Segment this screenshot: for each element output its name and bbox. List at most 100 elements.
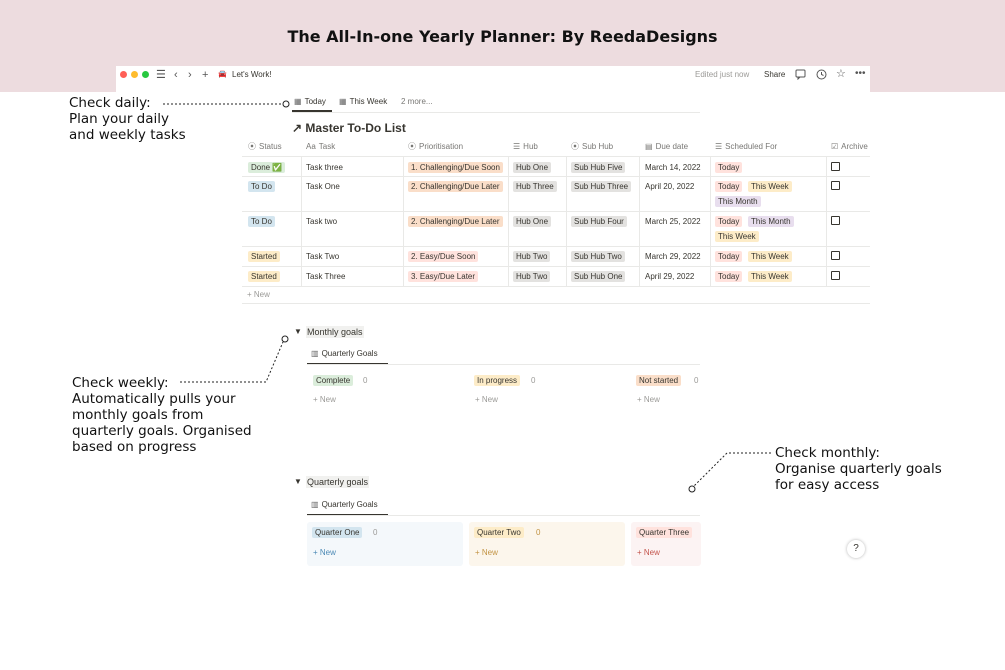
breadcrumb-page-name[interactable]: Let's Work! [232,70,272,79]
maximize-window-button[interactable] [142,71,149,78]
hub-tag[interactable]: Hub Two [513,271,551,282]
sub-hub-tag[interactable]: Sub Hub Four [571,216,627,227]
task-name[interactable]: Task Three [306,272,346,281]
scheduled-tag[interactable]: This Month [748,216,794,227]
sub-hub-tag[interactable]: Sub Hub Five [571,162,626,173]
column-archive[interactable]: ☑Archive [831,142,868,151]
edited-status: Edited just now [695,70,750,79]
status-tag[interactable]: Started [248,251,280,262]
priority-tag[interactable]: 1. Challenging/Due Soon [408,162,503,173]
due-date[interactable]: April 20, 2022 [645,182,695,191]
favorite-star-icon[interactable]: ☆ [836,68,846,80]
close-window-button[interactable] [120,71,127,78]
history-clock-icon[interactable] [816,69,827,80]
forward-arrow-icon[interactable]: › [188,69,192,81]
group-in-progress[interactable]: In progress [474,375,521,386]
calendar-icon: ▤ [645,142,653,151]
hub-tag[interactable]: Hub Three [513,181,557,192]
new-card-button[interactable]: + New [475,548,498,557]
group-count: 0 [536,528,541,537]
due-date[interactable]: March 14, 2022 [645,163,701,172]
priority-tag[interactable]: 2. Challenging/Due Later [408,216,503,227]
annotation-monthly: Check monthly: Organise quarterly goals … [775,445,942,493]
archive-checkbox[interactable] [831,162,840,171]
tab-quarterly-goals[interactable]: ▥Quarterly Goals [311,500,378,509]
group-not-started[interactable]: Not started [636,375,682,386]
help-button[interactable]: ? [847,540,865,558]
share-button[interactable]: Share [764,70,786,79]
due-date[interactable]: April 29, 2022 [645,272,695,281]
hub-tag[interactable]: Hub One [513,162,552,173]
status-tag[interactable]: Done ✅ [248,162,286,173]
scheduled-tag[interactable]: This Week [748,181,792,192]
due-date[interactable]: March 29, 2022 [645,252,701,261]
group-quarter-three[interactable]: Quarter Three [636,527,693,538]
toggle-triangle-icon[interactable]: ▼ [294,327,302,336]
task-name[interactable]: Task Two [306,252,340,261]
plus-icon: + [475,395,482,404]
database-title[interactable]: ↗ Master To-Do List [292,121,406,135]
archive-checkbox[interactable] [831,251,840,260]
sub-hub-tag[interactable]: Sub Hub One [571,271,626,282]
sub-hub-tag[interactable]: Sub Hub Two [571,251,625,262]
archive-checkbox[interactable] [831,216,840,225]
priority-tag[interactable]: 2. Easy/Due Soon [408,251,479,262]
more-views-button[interactable]: 2 more... [401,97,433,106]
sidebar-menu-icon[interactable]: ☰ [156,69,166,81]
scheduled-tag[interactable]: This Month [715,196,761,207]
tab-quarterly-goals[interactable]: ▥Quarterly Goals [311,349,378,358]
new-row-button[interactable]: + New [247,290,270,299]
group-complete[interactable]: Complete [313,375,354,386]
quarterly-goals-title[interactable]: Quarterly goals [306,476,370,488]
notion-window: ☰ ‹ › + 🚘 Let's Work! Edited just now Sh… [116,66,870,586]
monthly-connector [688,452,771,493]
task-name[interactable]: Task two [306,217,338,226]
minimize-window-button[interactable] [131,71,138,78]
scheduled-tag[interactable]: This Week [715,231,759,242]
table-divider [242,246,870,247]
task-name[interactable]: Task One [306,182,340,191]
scheduled-tag[interactable]: Today [715,216,743,227]
column-sub-hub[interactable]: ⦿Sub Hub [571,142,614,151]
tab-this-week[interactable]: ▦This Week [339,97,388,106]
scheduled-tag[interactable]: Today [715,271,743,282]
new-card-button[interactable]: + New [313,395,336,404]
due-date[interactable]: March 25, 2022 [645,217,701,226]
new-card-button[interactable]: + New [313,548,336,557]
group-quarter-two[interactable]: Quarter Two [474,527,524,538]
hub-tag[interactable]: Hub One [513,216,552,227]
archive-checkbox[interactable] [831,181,840,190]
scheduled-tag[interactable]: Today [715,251,743,262]
task-name[interactable]: Task three [306,163,343,172]
sub-hub-tag[interactable]: Sub Hub Three [571,181,632,192]
column-hub[interactable]: ☰Hub [513,142,538,151]
scheduled-tag[interactable]: This Week [748,251,792,262]
status-tag[interactable]: To Do [248,181,275,192]
list-icon: ☰ [513,142,521,151]
scheduled-tag[interactable]: This Week [748,271,792,282]
group-quarter-one[interactable]: Quarter One [312,527,363,538]
column-scheduled-for[interactable]: ☰Scheduled For [715,142,778,151]
priority-tag[interactable]: 3. Easy/Due Later [408,271,479,282]
toggle-triangle-icon[interactable]: ▼ [294,477,302,486]
status-tag[interactable]: To Do [248,216,275,227]
new-page-plus-icon[interactable]: + [202,69,209,81]
monthly-goals-title[interactable]: Monthly goals [306,326,364,338]
column-prioritisation[interactable]: ⦿Prioritisation [408,142,464,151]
back-arrow-icon[interactable]: ‹ [174,69,178,81]
scheduled-tag[interactable]: Today [715,181,743,192]
status-tag[interactable]: Started [248,271,280,282]
tab-today[interactable]: ▦Today [294,97,326,106]
column-due-date[interactable]: ▤Due date [645,142,689,151]
scheduled-tag[interactable]: Today [715,162,743,173]
new-card-button[interactable]: + New [475,395,498,404]
hub-tag[interactable]: Hub Two [513,251,551,262]
more-options-icon[interactable]: ••• [855,68,866,79]
new-card-button[interactable]: + New [637,548,660,557]
column-status[interactable]: ⦿Status [248,142,282,151]
comment-icon[interactable] [795,69,806,80]
priority-tag[interactable]: 2. Challenging/Due Later [408,181,503,192]
new-card-button[interactable]: + New [637,395,660,404]
archive-checkbox[interactable] [831,271,840,280]
